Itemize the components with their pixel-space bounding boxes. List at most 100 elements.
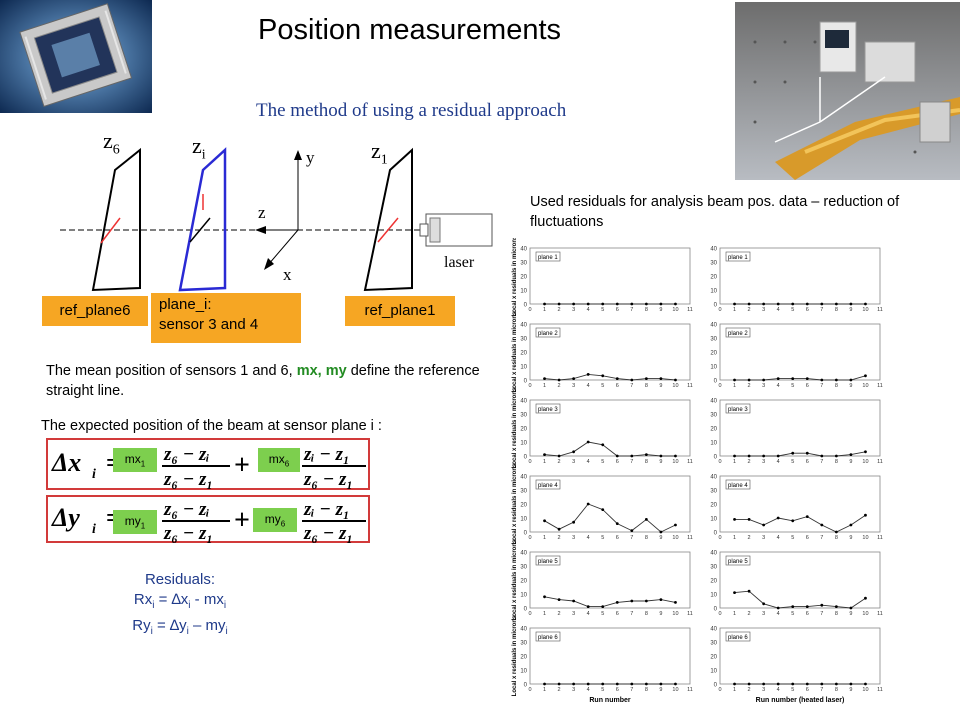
- data-point: [834, 378, 838, 382]
- y-tick-label: 30: [710, 565, 717, 571]
- data-point: [572, 599, 576, 603]
- x-tick-label: 6: [806, 687, 809, 693]
- x-tick-label: 4: [777, 459, 780, 465]
- x-tick-label: 7: [820, 459, 823, 465]
- x-tick-label: 5: [791, 307, 794, 313]
- x-tick-label: 8: [835, 535, 838, 541]
- data-point: [849, 523, 853, 527]
- page-subtitle: The method of using a residual approach: [256, 100, 567, 121]
- data-point: [630, 599, 634, 603]
- data-point: [601, 508, 605, 511]
- data-point: [820, 682, 824, 686]
- x-tick-label: 4: [587, 307, 590, 313]
- panel-name: plane 6: [728, 635, 748, 641]
- y-tick-label: 30: [710, 641, 717, 647]
- y-tick-label: 10: [520, 289, 527, 295]
- x-tick-label: 8: [645, 307, 648, 313]
- used-residuals-text: Used residuals for analysis beam pos. da…: [530, 194, 900, 230]
- data-point: [849, 606, 853, 610]
- data-point: [659, 377, 663, 380]
- x-tick-label: 11: [877, 535, 883, 541]
- y-tick-label: 10: [710, 289, 717, 295]
- data-point: [674, 601, 677, 604]
- x-tick-label: 9: [849, 687, 852, 693]
- y-tick-label: 40: [520, 323, 527, 329]
- data-point: [659, 682, 663, 686]
- y-tick-label: 40: [710, 399, 717, 405]
- y-tick-label: 30: [520, 413, 527, 419]
- x-tick-label: 0: [718, 383, 721, 389]
- data-point: [820, 603, 824, 607]
- x-tick-label: 1: [543, 307, 546, 313]
- x-tick-label: 1: [733, 307, 736, 313]
- data-point: [659, 530, 663, 534]
- x-tick-label: 10: [862, 535, 868, 541]
- y-tick-label: 20: [520, 351, 527, 357]
- x-tick-label: 7: [630, 687, 633, 693]
- data-point: [805, 302, 809, 306]
- x-tick-label: 1: [543, 611, 546, 617]
- x-tick-label: 5: [791, 459, 794, 465]
- x-tick-label: 6: [806, 307, 809, 313]
- panel-legend-box: [535, 327, 561, 338]
- data-point: [644, 377, 648, 380]
- series-line: [544, 503, 676, 533]
- y-tick-label: 20: [520, 427, 527, 433]
- data-point: [659, 598, 663, 601]
- panel-legend-box: [725, 479, 751, 490]
- x-tick-label: 11: [687, 383, 693, 389]
- x-tick-label: 10: [672, 535, 678, 541]
- y-tick-label: 20: [710, 655, 717, 661]
- panel-frame: [529, 551, 691, 609]
- x-tick-label: 8: [835, 687, 838, 693]
- laser-label: laser: [444, 254, 475, 271]
- x-tick-label: 0: [718, 307, 721, 313]
- x-tick-label: 10: [672, 383, 678, 389]
- data-point: [630, 302, 634, 306]
- x-tick-label: 4: [777, 307, 780, 313]
- data-point: [834, 530, 838, 534]
- data-point: [762, 454, 766, 458]
- data-point: [834, 682, 838, 686]
- data-point: [572, 302, 576, 306]
- series-line: [544, 596, 676, 608]
- x-tick-label: 0: [718, 535, 721, 541]
- eq-dy-plus: +: [234, 505, 250, 536]
- x-tick-label: 10: [672, 459, 678, 465]
- equation-dy-math: Δy i = z₆ − zᵢ z₆ − z₁ + zᵢ − z₁ z₆ − z₁: [51, 499, 366, 543]
- x-tick-label: 1: [543, 383, 546, 389]
- x-tick-label: 2: [748, 307, 751, 313]
- data-point: [805, 515, 809, 518]
- data-point: [659, 454, 663, 458]
- y-tick-label: 10: [710, 669, 717, 675]
- x-tick-label: 5: [791, 383, 794, 389]
- data-point: [674, 523, 677, 527]
- eq-dy-fa-num: z₆ − zᵢ: [163, 499, 210, 520]
- y-tick-label: 30: [520, 261, 527, 267]
- x-tick-label: 4: [777, 687, 780, 693]
- x-tick-label: 11: [877, 687, 883, 693]
- y-tick-label: 40: [520, 627, 527, 633]
- x-tick-label: 2: [558, 307, 561, 313]
- data-point: [834, 302, 838, 306]
- y-axis-label: Local x residuals in microns: [512, 387, 518, 468]
- panel-legend-box: [725, 251, 751, 262]
- data-point: [543, 595, 546, 599]
- x-tick-label: 5: [601, 383, 604, 389]
- data-point: [834, 454, 838, 458]
- series-line: [544, 373, 676, 381]
- x-tick-label: 6: [616, 307, 619, 313]
- data-point: [630, 378, 634, 382]
- y-tick-label: 0: [524, 455, 528, 461]
- x-tick-label: 3: [762, 383, 765, 389]
- x-tick-label: 3: [572, 307, 575, 313]
- data-point: [572, 682, 576, 686]
- x-tick-label: 0: [718, 687, 721, 693]
- panel-legend-box: [535, 555, 561, 566]
- chip-photo: [0, 0, 152, 113]
- panel-name: plane 2: [538, 331, 558, 337]
- panel-name: plane 3: [538, 407, 558, 413]
- y-tick-label: 20: [710, 275, 717, 281]
- panel-legend-box: [725, 631, 751, 642]
